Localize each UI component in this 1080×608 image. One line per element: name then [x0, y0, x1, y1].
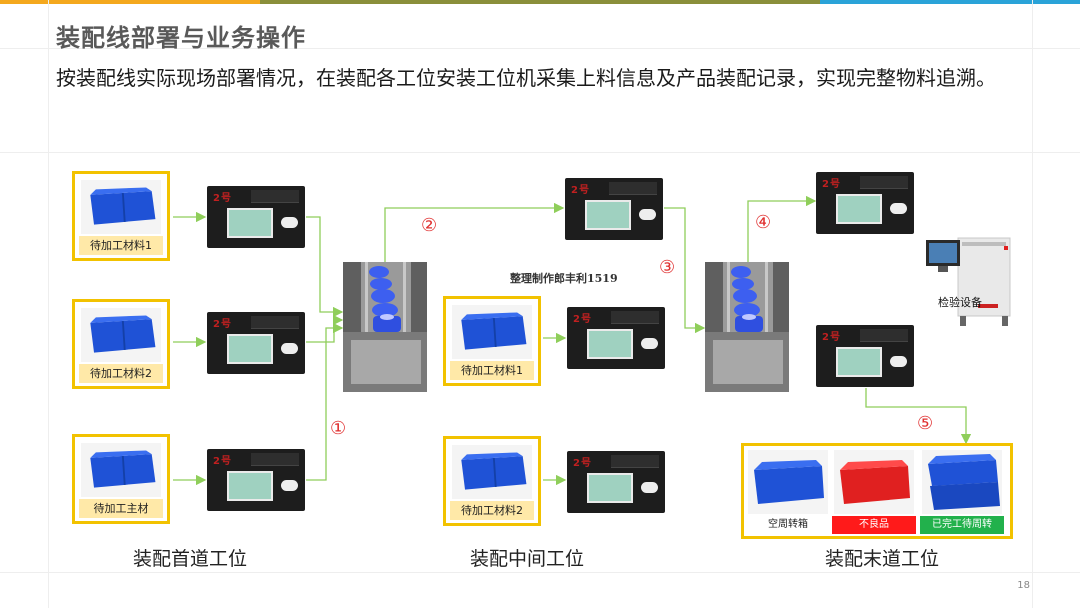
step-5: ⑤: [917, 413, 934, 434]
terminal-bar: [611, 311, 659, 324]
terminal-tag: 2号: [213, 319, 232, 330]
terminal-tag: 2号: [822, 179, 841, 190]
grid-line: [0, 48, 1080, 49]
terminal-tag: 2号: [213, 193, 232, 204]
workstation-terminal: 2号: [207, 312, 305, 374]
terminal-button: [641, 482, 658, 493]
terminal-button: [281, 343, 298, 354]
grid-line: [48, 0, 49, 608]
terminal-button: [890, 203, 907, 214]
conveyor-line-photo: [343, 262, 427, 392]
top-bar-blue: [820, 0, 1080, 4]
terminal-screen: [227, 208, 273, 238]
page-description: 按装配线实际现场部署情况，在装配各工位安装工位机采集上料信息及产品装配记录，实现…: [56, 66, 996, 90]
workstation-terminal: 2号: [567, 307, 665, 369]
terminal-bar: [609, 182, 657, 195]
blue-bin-image: [452, 445, 532, 499]
terminal-tag: 2号: [573, 314, 592, 325]
bin-card: 待加工材料2: [443, 436, 541, 526]
bin-card: 待加工主材: [72, 434, 170, 524]
blue-bin-image: [748, 450, 828, 514]
terminal-button: [281, 480, 298, 491]
grid-line: [0, 572, 1080, 573]
terminal-screen: [227, 334, 273, 364]
end-item-label: 已完工待周转: [920, 516, 1004, 534]
top-bar-olive: [260, 0, 820, 4]
terminal-bar: [611, 455, 659, 468]
terminal-screen: [587, 473, 633, 503]
workstation-terminal: 2号: [207, 186, 305, 248]
grid-line: [0, 152, 1080, 153]
end-station-output-box: 空周转箱 不良品 已完工待周转: [741, 443, 1013, 539]
grid-line: [1032, 0, 1033, 608]
end-item-empty-bin: 空周转箱: [746, 448, 830, 534]
terminal-bar: [860, 329, 908, 342]
terminal-button: [639, 209, 656, 220]
conveyor-line-photo: [705, 262, 789, 392]
terminal-button: [281, 217, 298, 228]
bin-label: 待加工材料1: [450, 361, 534, 380]
step-4: ④: [755, 212, 772, 233]
bin-label: 待加工材料1: [79, 236, 163, 255]
terminal-tag: 2号: [573, 458, 592, 469]
workstation-terminal: 2号: [816, 172, 914, 234]
end-item-defective: 不良品: [832, 448, 916, 534]
end-item-label: 空周转箱: [746, 516, 830, 534]
inspection-machine-icon: [926, 237, 1011, 326]
red-bin-image: [834, 450, 914, 514]
terminal-bar: [251, 453, 299, 466]
blue-bin-stack-image: [922, 450, 1002, 514]
inspection-equipment: 检验设备: [918, 232, 1014, 328]
watermark-text: 整理制作郎丰利1519: [510, 272, 618, 285]
step-2: ②: [421, 215, 438, 236]
terminal-screen: [836, 347, 882, 377]
inspection-label: 检验设备: [938, 296, 982, 309]
terminal-button: [890, 356, 907, 367]
station-label-middle: 装配中间工位: [470, 548, 585, 570]
blue-bin-image: [452, 305, 532, 359]
bin-label: 待加工主材: [79, 499, 163, 518]
step-3: ③: [659, 257, 676, 278]
terminal-screen: [587, 329, 633, 359]
blue-bin-image: [81, 443, 161, 497]
terminal-bar: [251, 190, 299, 203]
terminal-bar: [860, 176, 908, 189]
station-label-first: 装配首道工位: [133, 548, 248, 570]
blue-bin-image: [81, 180, 161, 234]
bin-label: 待加工材料2: [79, 364, 163, 383]
terminal-button: [641, 338, 658, 349]
step-1: ①: [330, 418, 347, 439]
bin-label: 待加工材料2: [450, 501, 534, 520]
blue-bin-image: [81, 308, 161, 362]
page-number: 18: [1017, 580, 1030, 591]
workstation-terminal: 2号: [816, 325, 914, 387]
terminal-screen: [227, 471, 273, 501]
terminal-screen: [836, 194, 882, 224]
top-bar-orange: [0, 0, 260, 4]
terminal-bar: [251, 316, 299, 329]
workstation-terminal: 2号: [207, 449, 305, 511]
bin-card: 待加工材料2: [72, 299, 170, 389]
bin-card: 待加工材料1: [443, 296, 541, 386]
workstation-terminal: 2号: [567, 451, 665, 513]
page-title: 装配线部署与业务操作: [56, 24, 306, 52]
bin-card: 待加工材料1: [72, 171, 170, 261]
terminal-tag: 2号: [213, 456, 232, 467]
terminal-screen: [585, 200, 631, 230]
station-label-last: 装配末道工位: [825, 548, 940, 570]
end-item-completed: 已完工待周转: [920, 448, 1004, 534]
terminal-tag: 2号: [822, 332, 841, 343]
terminal-tag: 2号: [571, 185, 590, 196]
end-item-label: 不良品: [832, 516, 916, 534]
workstation-terminal: 2号: [565, 178, 663, 240]
